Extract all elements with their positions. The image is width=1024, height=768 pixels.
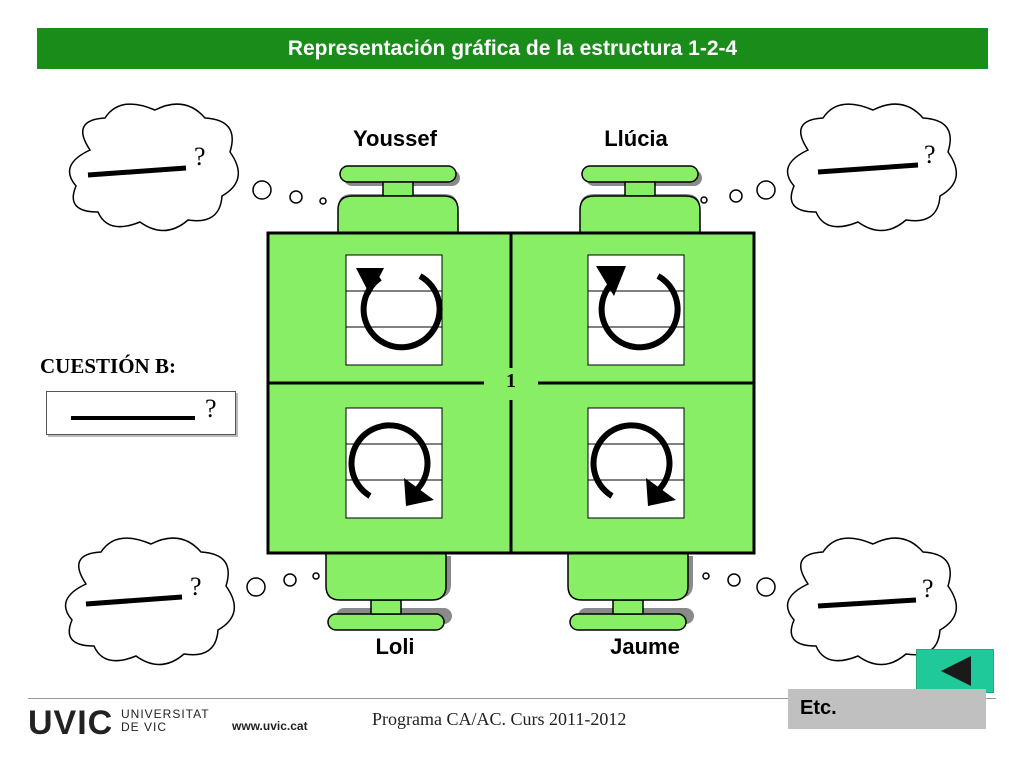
question-label: CUESTIÓN B:	[40, 354, 176, 378]
rotate-arrow-icon	[360, 273, 443, 351]
notebook-bottom-left	[345, 407, 443, 519]
thought-mark-bottom-left: ?	[190, 572, 202, 601]
uvic-sub-line-1: UNIVERSITAT	[121, 707, 210, 721]
table-number: 1	[506, 370, 516, 392]
thought-mark-top-right: ?	[924, 140, 936, 169]
back-button[interactable]	[916, 649, 994, 693]
student-name-top-left: Youssef	[353, 126, 437, 151]
etc-button[interactable]: Etc.	[788, 689, 986, 729]
etc-label: Etc.	[800, 697, 837, 719]
uvic-logo: UVIC	[28, 704, 114, 742]
student-name-bottom-left: Loli	[375, 634, 415, 659]
thought-cloud-top-left	[68, 103, 327, 232]
rotate-arrow-icon	[590, 422, 673, 499]
triangle-left-icon	[941, 656, 971, 686]
thought-mark-top-left: ?	[194, 142, 206, 171]
footer-divider	[28, 698, 996, 699]
chair-bottom-left	[325, 547, 447, 631]
answer-mark: ?	[205, 394, 217, 423]
notebook-top-right	[587, 254, 685, 366]
notebook-top-left	[345, 254, 443, 366]
rotate-arrow-icon	[598, 273, 681, 351]
answer-box[interactable]: ?	[46, 391, 236, 435]
uvic-logo-subtitle: UNIVERSITAT DE VIC	[121, 708, 210, 734]
footer-program: Programa CA/AC. Curs 2011-2012	[372, 709, 627, 729]
thought-cloud-bottom-right	[702, 537, 957, 666]
page-title: Representación gráfica de la estructura …	[37, 28, 988, 69]
rotate-arrow-icon	[348, 422, 431, 499]
chair-bottom-right	[567, 547, 689, 631]
answer-blank	[71, 416, 195, 420]
student-name-bottom-right: Jaume	[610, 634, 680, 659]
thought-mark-bottom-right: ?	[922, 574, 934, 603]
uvic-sub-line-2: DE VIC	[121, 720, 168, 734]
student-name-top-right: Llúcia	[604, 126, 668, 151]
footer-url[interactable]: www.uvic.cat	[232, 719, 308, 733]
notebook-bottom-right	[587, 407, 685, 519]
